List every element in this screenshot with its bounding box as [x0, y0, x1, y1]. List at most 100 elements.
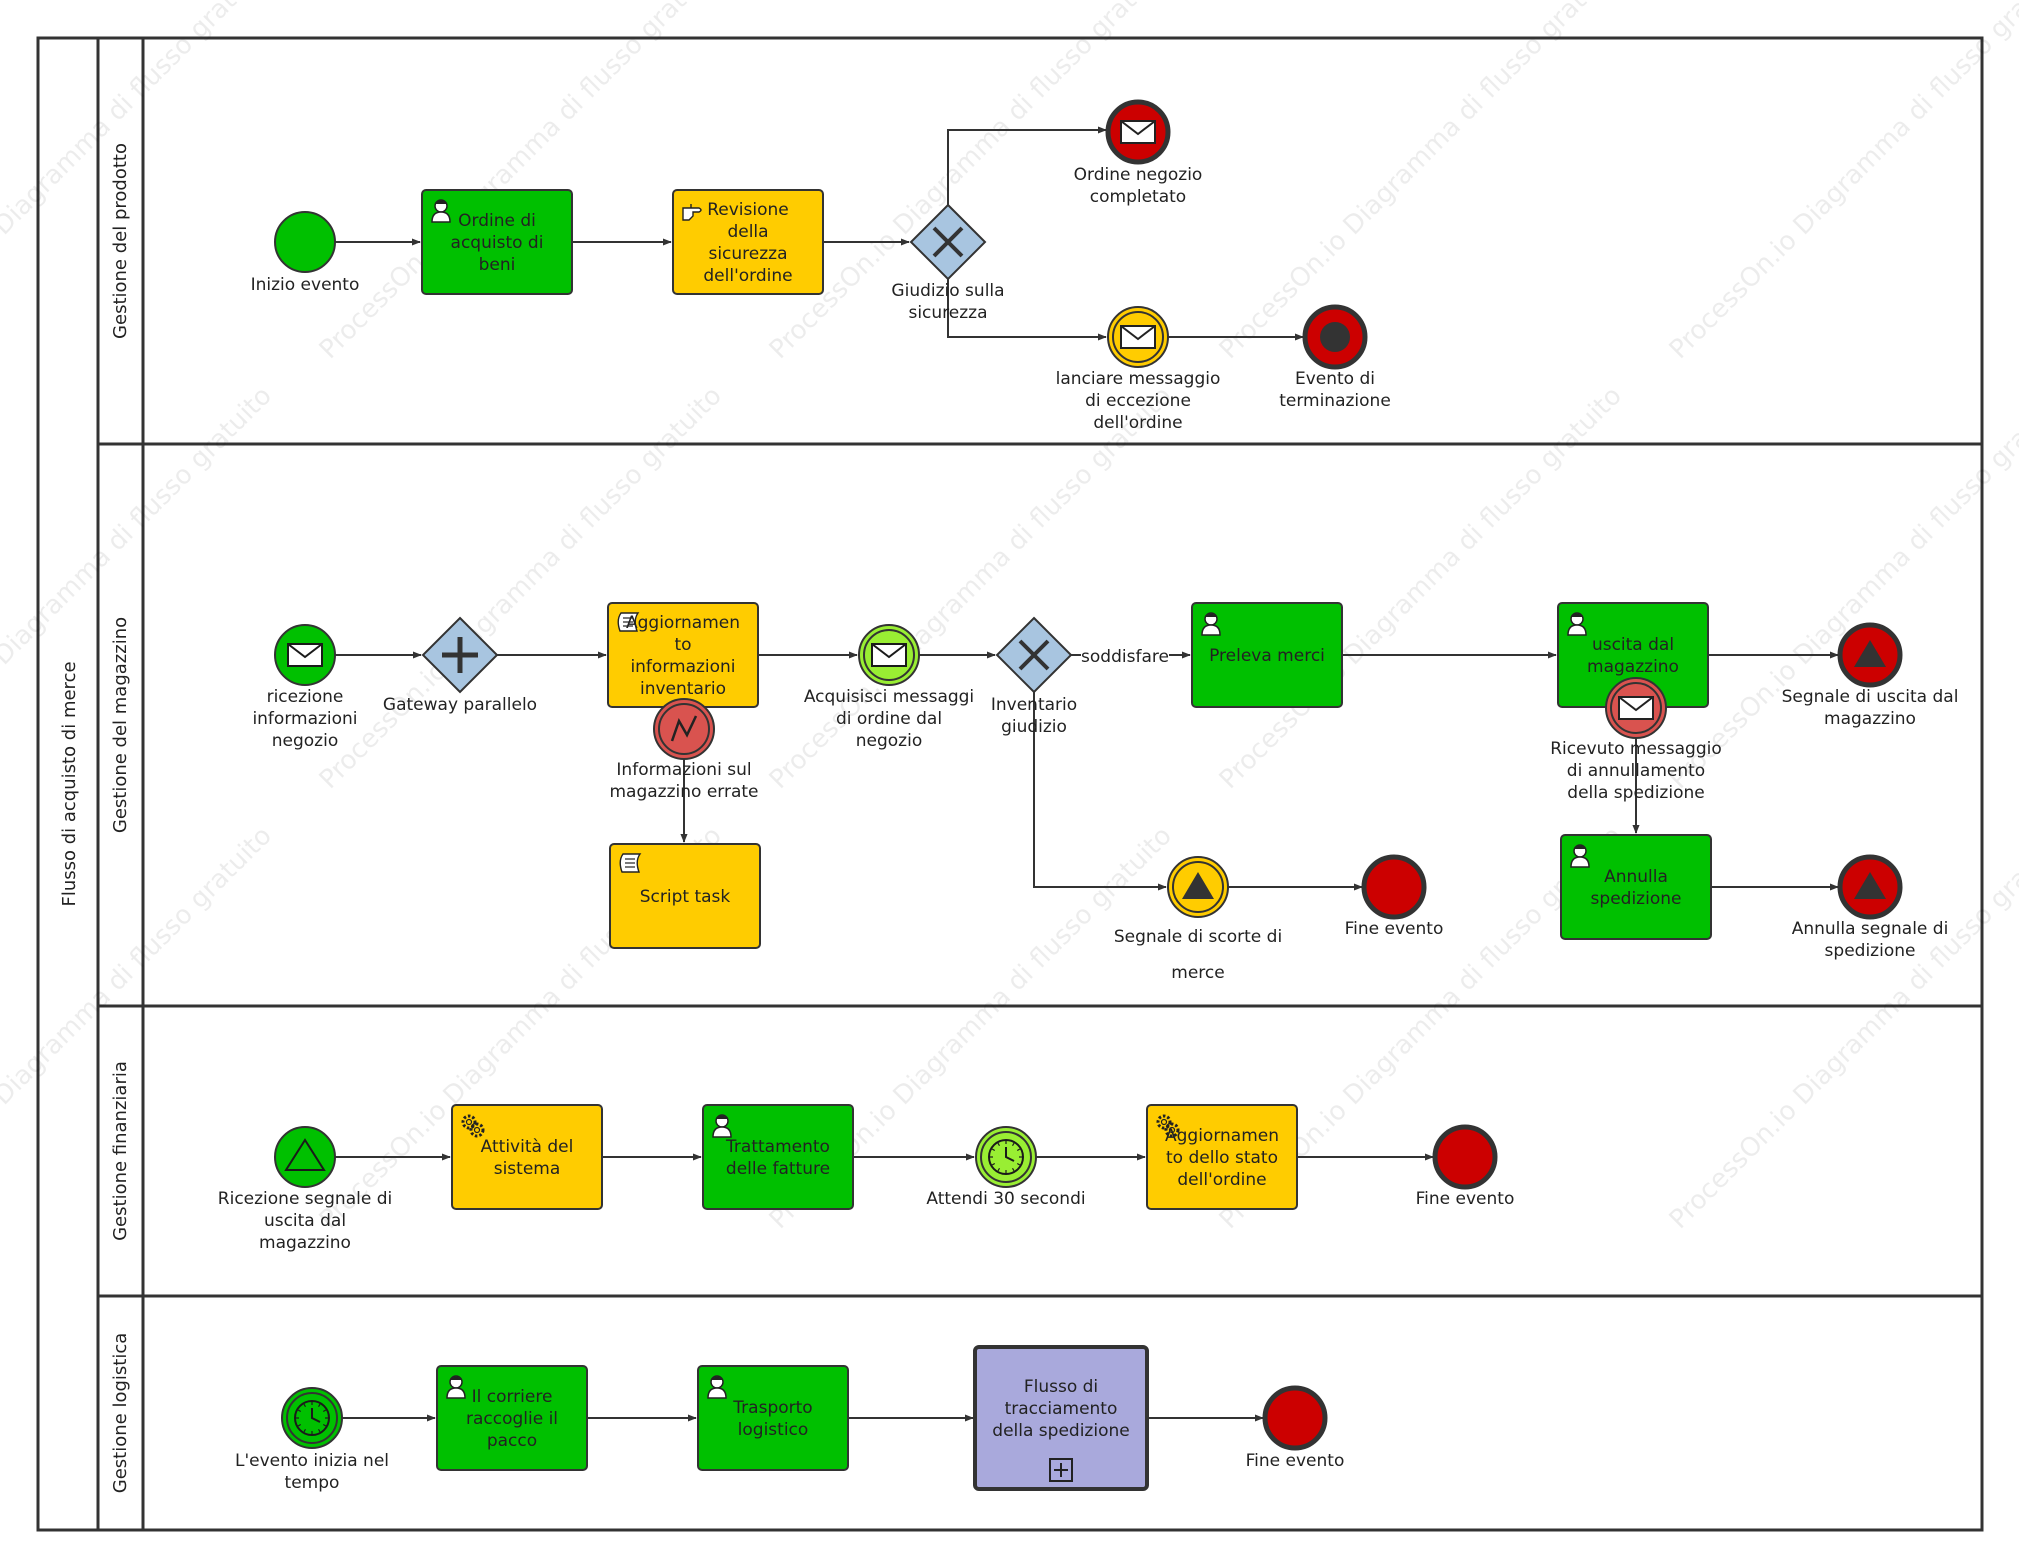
user-icon — [1567, 612, 1587, 636]
start-event-timer-inner-ring — [286, 1392, 338, 1444]
start-event-inizio-circle — [274, 211, 336, 273]
sequence-flow-e5 — [947, 279, 1107, 341]
end-event-fine-magazzino[interactable]: Fine evento — [1345, 854, 1444, 939]
error-zigzag-icon — [670, 715, 698, 742]
task-preleva-merci[interactable]: Preleva merci — [1191, 602, 1343, 708]
gateway-parallelo[interactable]: Gateway parallelo — [383, 616, 537, 715]
end-event-fine-logistica[interactable]: Fine evento — [1246, 1385, 1345, 1471]
end-event-fine-magazzino-label: Fine evento — [1345, 919, 1444, 939]
task-attivita-sistema-box — [451, 1104, 603, 1210]
envelope-icon — [287, 643, 323, 667]
task-annulla-spedizione-box — [1560, 834, 1712, 940]
start-event-inizio[interactable]: Inizio evento — [251, 211, 360, 295]
clock-icon — [294, 1400, 330, 1436]
lane-title-logistica: Gestione logistica — [110, 1333, 131, 1493]
envelope-icon — [1120, 325, 1156, 349]
end-event-fine-finanziaria-circle — [1432, 1124, 1498, 1190]
sequence-flows: soddisfare — [335, 126, 1839, 1422]
clock-icon — [988, 1139, 1024, 1175]
user-icon — [712, 1114, 732, 1138]
task-aggiornamento-stato-box — [1146, 1104, 1298, 1210]
lane-title-prodotto: Gestione del prodotto — [110, 143, 131, 339]
task-script-box — [609, 843, 761, 949]
gears-icon — [461, 1114, 485, 1138]
intermediate-event-acquisisci-messaggi-inner-ring — [863, 629, 915, 681]
exclusive-x-icon — [932, 226, 964, 258]
intermediate-event-attendi-inner-ring — [980, 1131, 1032, 1183]
watermarks: ProcessOn.io Diagramma di flusso gratuit… — [0, 0, 2019, 1235]
task-corriere-raccoglie-box — [436, 1365, 588, 1471]
end-event-fine-magazzino-circle — [1361, 854, 1427, 920]
expand-plus-icon[interactable] — [1049, 1458, 1073, 1482]
intermediate-event-attendi-label: Attendi 30 secondi — [926, 1189, 1085, 1209]
pool-frame — [36, 36, 1984, 1532]
script-icon — [619, 853, 642, 873]
task-script[interactable]: Script task — [609, 843, 761, 949]
flow-label-e11: soddisfare — [1081, 647, 1169, 667]
parallel-plus-icon — [442, 637, 478, 673]
end-event-fine-logistica-label: Fine evento — [1246, 1451, 1345, 1471]
end-event-fine-finanziaria[interactable]: Fine evento — [1416, 1124, 1515, 1209]
script-icon — [617, 612, 640, 632]
user-icon — [446, 1375, 466, 1399]
task-trattamento-fatture-box — [702, 1104, 854, 1210]
start-event-ricezione-segnale-circle — [274, 1126, 336, 1188]
task-preleva-merci-box — [1191, 602, 1343, 708]
watermark-text: ProcessOn.io Diagramma di flusso gratuit… — [314, 0, 728, 365]
gateway-parallelo-label: Gateway parallelo — [383, 695, 537, 715]
signal-triangle-icon — [1854, 872, 1886, 899]
watermark-text: ProcessOn.io Diagramma di flusso gratuit… — [1214, 0, 1628, 365]
signal-triangle-icon — [1182, 872, 1214, 899]
watermark-text: ProcessOn.io Diagramma di flusso gratuit… — [1664, 0, 2019, 365]
lane-title-magazzino: Gestione del magazzino — [110, 617, 131, 833]
boundary-event-informazioni-errate-inner-ring — [658, 703, 710, 755]
task-trasporto-logistico-box — [697, 1365, 849, 1471]
intermediate-event-segnale-scorte-inner-ring — [1172, 861, 1224, 913]
watermark-text: ProcessOn.io Diagramma di flusso gratuit… — [0, 821, 278, 1235]
exclusive-x-icon — [1018, 639, 1050, 671]
subprocess-tracciamento-box — [973, 1345, 1149, 1491]
intermediate-event-attendi[interactable]: Attendi 30 secondi — [926, 1126, 1086, 1209]
pool-title: Flusso di acquisto di merce — [59, 661, 80, 906]
user-icon — [707, 1375, 727, 1399]
intermediate-event-messaggio-eccezione-inner-ring — [1112, 311, 1164, 363]
end-event-fine-logistica-circle — [1262, 1385, 1328, 1451]
terminate-dot-icon — [1320, 322, 1350, 352]
envelope-icon — [1618, 696, 1654, 720]
